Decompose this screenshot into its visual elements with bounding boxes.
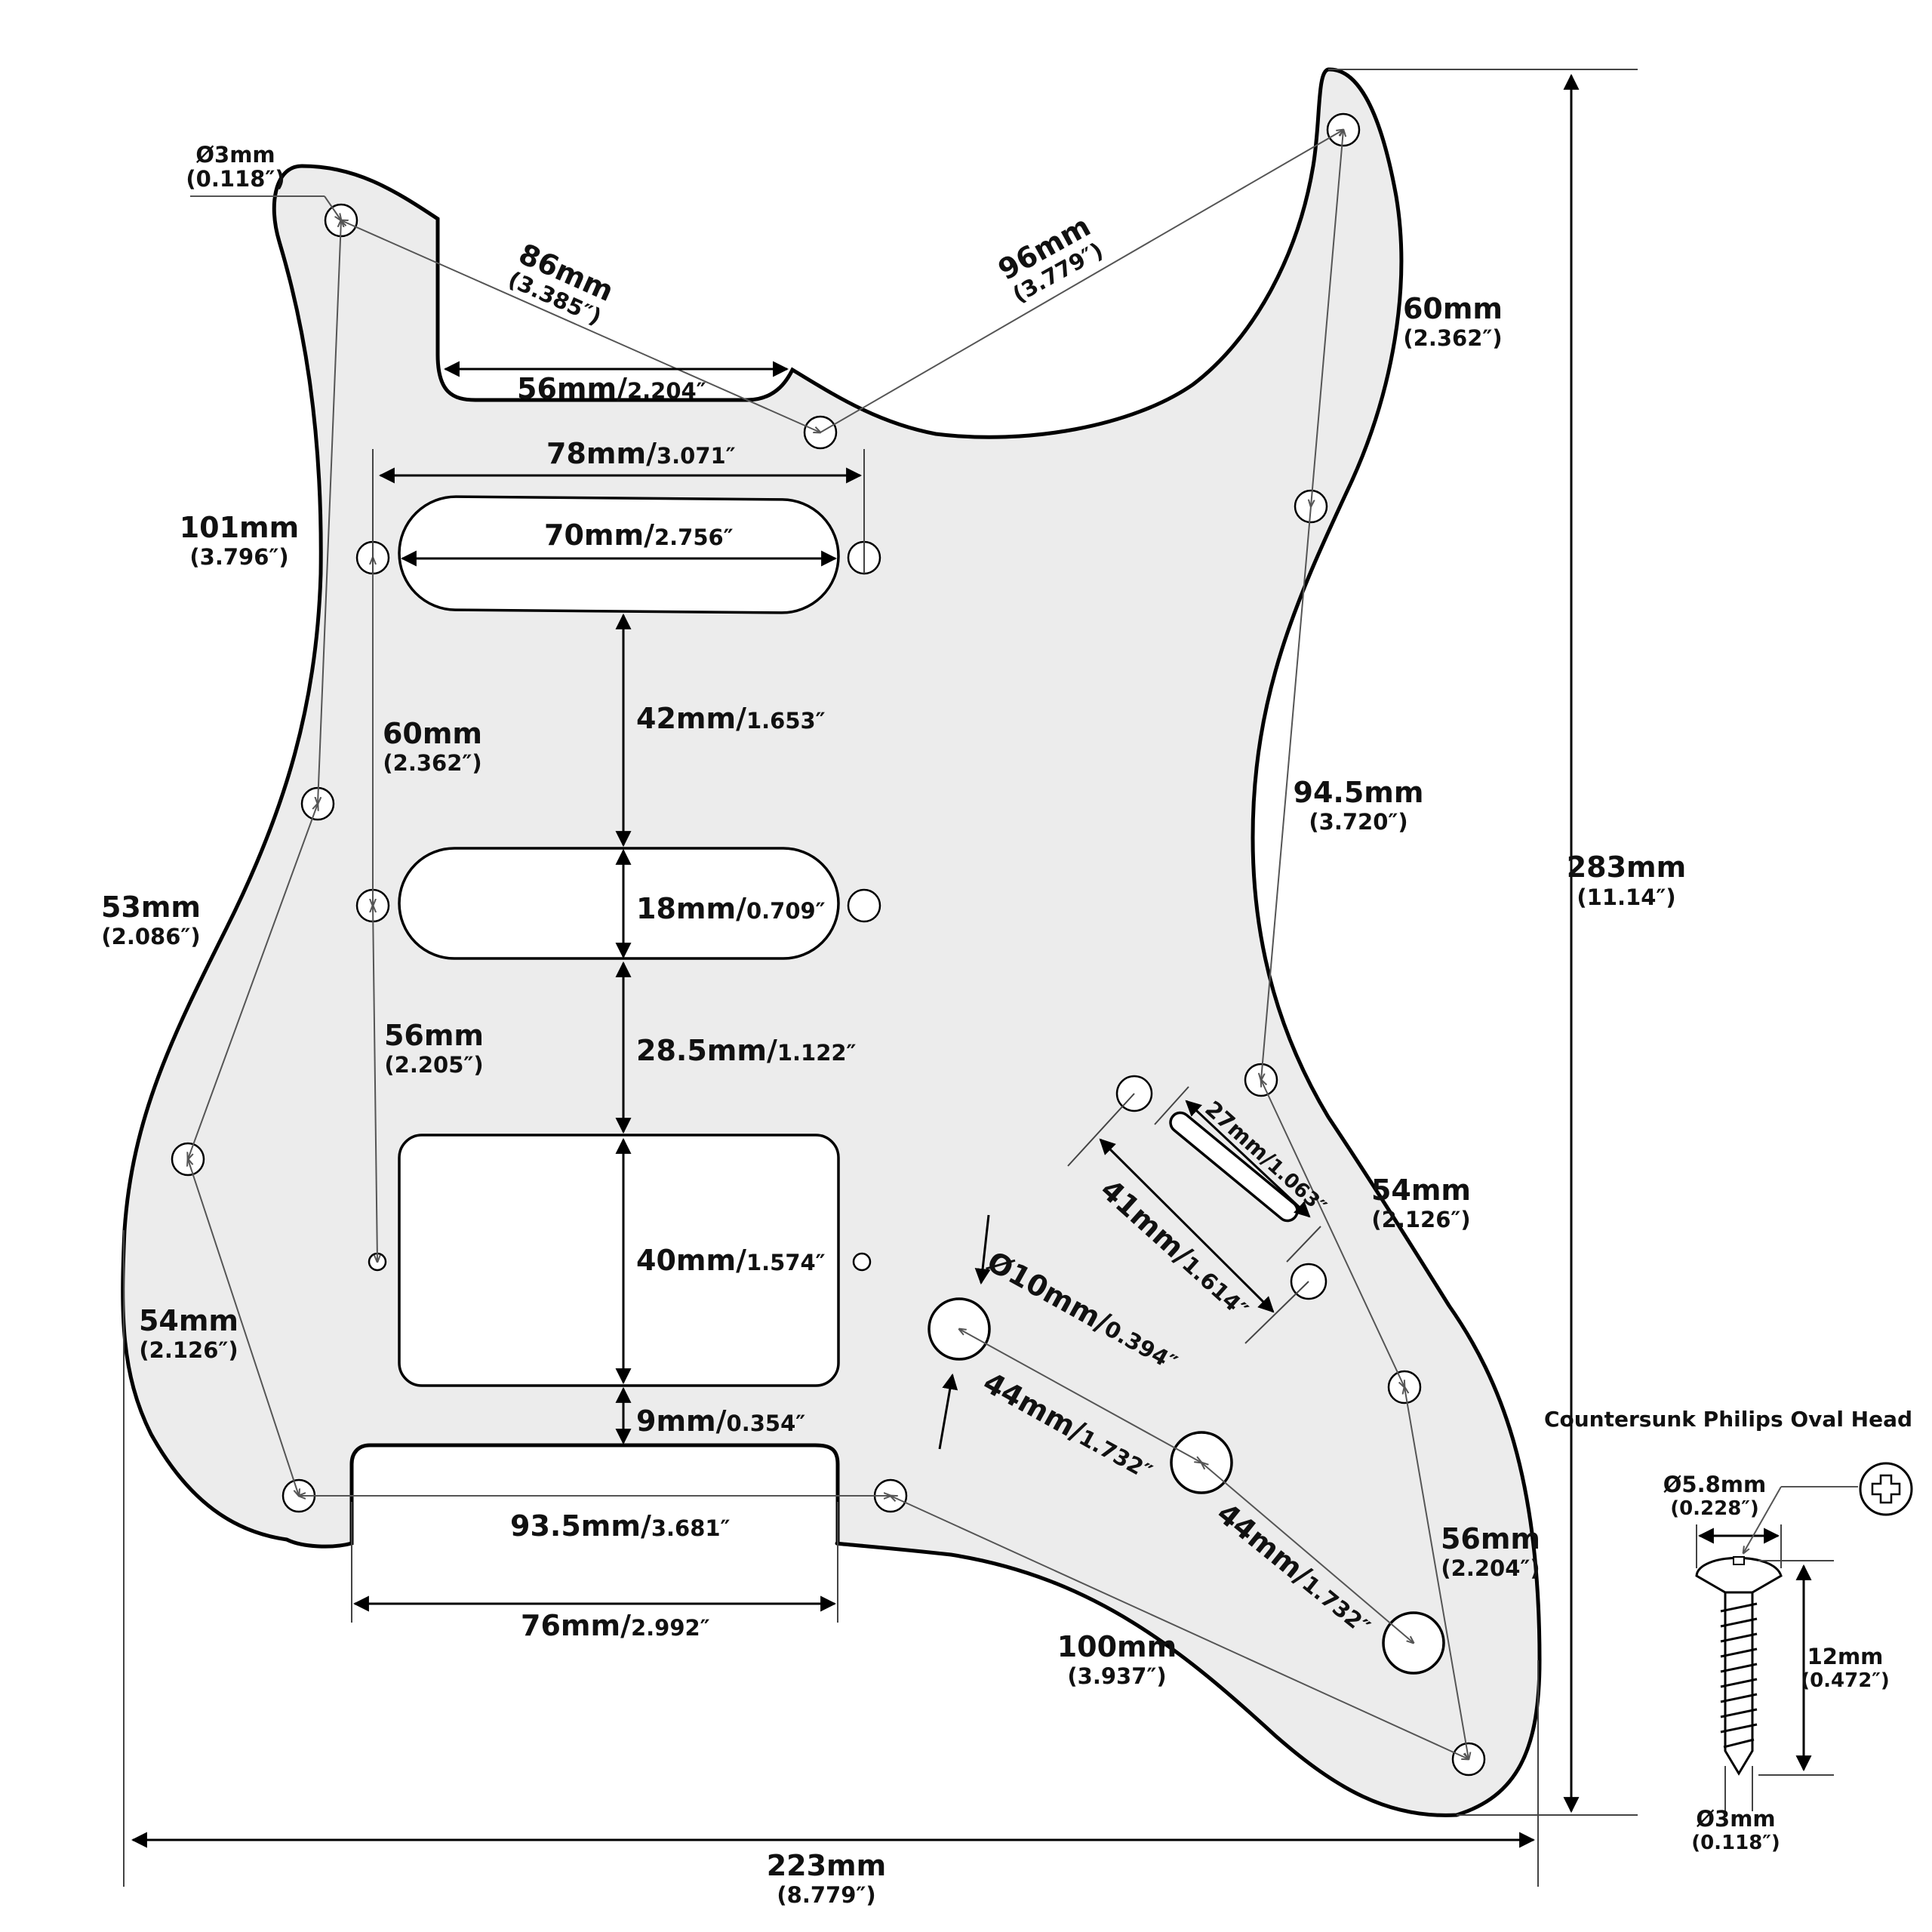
spacing-100-mm: 100mm [1057,1630,1177,1663]
gap-3-label: 9mm/0.354″ [636,1404,805,1438]
height-mm: 283mm [1567,851,1687,884]
spacing-94-5-mm: 94.5mm [1294,776,1424,809]
spacing-56-right-mm: 56mm [1441,1522,1540,1555]
width-mm: 223mm [767,1849,887,1882]
spacing-54-left-inch: (2.126″) [139,1337,238,1363]
pickup-mount-hole [847,888,881,923]
pickguard-outline [121,67,1542,1817]
width-inch: (8.779″) [777,1882,875,1908]
screw-head-diameter-mm: Ø5.8mm [1663,1472,1766,1497]
screw-shank-diameter-inch: (0.118″) [1691,1832,1780,1854]
spacing-60-left-inch: (2.362″) [383,750,481,776]
screw-length-inch: (0.472″) [1801,1669,1890,1692]
bridge-span-label: 93.5mm/3.681″ [510,1509,731,1543]
screw-hole-inch: (0.118″) [186,166,285,192]
spacing-60-left-mm: 60mm [383,717,482,750]
spacing-101-mm: 101mm [180,511,300,544]
screw-shank-diameter-mm: Ø3mm [1696,1806,1775,1832]
pickup-mount-hole [852,1252,872,1272]
dimension-arrows [131,73,1580,1848]
screw-detail [1695,1462,1913,1811]
spacing-60-right-mm: 60mm [1403,292,1503,325]
pickup-span-label: 78mm/3.071″ [546,437,736,470]
gap-2-label: 28.5mm/1.122″ [636,1034,857,1067]
screw-head-icon [1695,1556,1783,1594]
spacing-101-inch: (3.796″) [189,544,288,570]
spacing-54-right-mm: 54mm [1371,1174,1471,1207]
extension-lines [123,69,1638,1887]
cross-icon [1871,1474,1901,1504]
spacing-53-inch: (2.086″) [101,924,200,949]
spacing-54-right-inch: (2.126″) [1371,1207,1470,1232]
height-inch: (11.14″) [1577,884,1675,910]
spacing-60-right-inch: (2.362″) [1403,325,1502,351]
single-coil-length-label: 70mm/2.756″ [544,518,734,552]
spacing-56-left-mm: 56mm [384,1019,484,1052]
spacing-56-left-inch: (2.205″) [384,1052,483,1078]
spacing-53-mm: 53mm [101,891,201,924]
spacing-100-inch: (3.937″) [1067,1663,1166,1689]
spacing-54-left-mm: 54mm [139,1304,238,1337]
screw-slot-icon [1733,1556,1745,1565]
neck-pocket-label: 56mm/2.204″ [517,372,706,405]
screw-hole-mm: Ø3mm [195,142,275,168]
screw-thread-icon [1720,1602,1758,1749]
spacing-56-right-inch: (2.204″) [1441,1555,1540,1581]
screw-head-diameter-inch: (0.228″) [1670,1497,1759,1520]
screw-length-mm: 12mm [1807,1644,1884,1669]
screw-title: Countersunk Philips Oval Head [1544,1407,1912,1432]
spacing-94-5-inch: (3.720″) [1309,809,1407,835]
coil-width-label: 18mm/0.709″ [636,892,826,925]
neck-pickup-cutout [398,495,840,614]
bridge-width-label: 76mm/2.992″ [521,1609,710,1642]
humbucker-height-label: 40mm/1.574″ [636,1244,826,1277]
gap-1-label: 42mm/1.653″ [636,702,826,735]
